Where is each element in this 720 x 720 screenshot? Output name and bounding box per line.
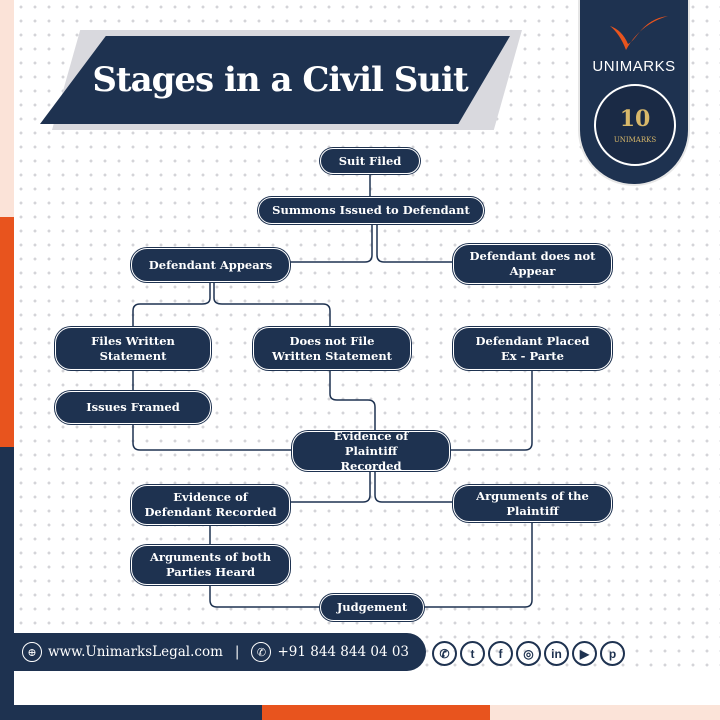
connector <box>376 224 453 263</box>
bottom-strip-orange <box>262 705 490 720</box>
badge-text: UNIMARKS <box>613 136 657 144</box>
connector <box>132 282 211 327</box>
connector <box>213 282 331 327</box>
node-arguments-both: Arguments of both Parties Heard <box>131 545 290 585</box>
connector <box>290 471 371 503</box>
connector <box>424 522 533 608</box>
linkedin-icon[interactable]: in <box>544 641 569 666</box>
facebook-icon[interactable]: f <box>488 641 513 666</box>
check-bird-icon <box>610 16 668 50</box>
node-files-written-statement: Files Written Statement <box>55 327 211 370</box>
logo-brand: UNIMARKS <box>592 58 676 75</box>
node-evidence-plaintiff: Evidence of Plaintiff Recorded <box>292 429 450 473</box>
node-arguments-plaintiff: Arguments of the Plaintiff <box>453 485 612 522</box>
connector <box>290 224 373 263</box>
badge-number: 10 <box>619 106 651 132</box>
node-summons: Summons Issued to Defendant <box>258 197 484 224</box>
connector <box>209 585 320 608</box>
unimarks-logo: UNIMARKS 10 UNIMARKS <box>578 0 690 186</box>
phone-number[interactable]: +91 844 844 04 03 <box>277 644 410 660</box>
bottom-strip-peach <box>490 705 720 720</box>
social-icons: ✆ t f ◎ in ▶ p <box>432 641 625 666</box>
whatsapp-icon[interactable]: ✆ <box>432 641 457 666</box>
connector <box>132 424 292 451</box>
title-banner: Stages in a Civil Suit <box>40 36 510 124</box>
connector <box>329 370 376 431</box>
instagram-icon[interactable]: ◎ <box>516 641 541 666</box>
node-ex-parte: Defendant Placed Ex - Parte <box>453 327 612 370</box>
node-does-not-file: Does not File Written Statement <box>253 327 411 370</box>
separator: | <box>234 644 240 660</box>
connector <box>450 370 533 451</box>
page-title: Stages in a Civil Suit <box>92 60 468 100</box>
website-link[interactable]: www.UnimarksLegal.com <box>48 644 223 660</box>
phone-icon: ✆ <box>251 642 272 662</box>
globe-icon: ⊕ <box>22 642 42 662</box>
node-defendant-not-appear: Defendant does not Appear <box>453 244 612 284</box>
left-strip-orange <box>0 217 14 447</box>
pinterest-icon[interactable]: p <box>600 641 625 666</box>
node-suit-filed: Suit Filed <box>320 148 420 174</box>
connector <box>374 471 453 503</box>
node-judgement: Judgement <box>320 594 424 621</box>
contact-bar: ⊕ www.UnimarksLegal.com | ✆ +91 844 844 … <box>14 633 426 671</box>
node-evidence-defendant: Evidence of Defendant Recorded <box>131 485 290 525</box>
anniversary-badge: 10 UNIMARKS <box>594 84 676 166</box>
twitter-icon[interactable]: t <box>460 641 485 666</box>
left-strip-navy <box>0 447 14 720</box>
left-strip-peach <box>0 0 14 217</box>
node-issues-framed: Issues Framed <box>55 391 211 424</box>
node-defendant-appears: Defendant Appears <box>131 248 290 282</box>
footer-white <box>14 671 720 705</box>
youtube-icon[interactable]: ▶ <box>572 641 597 666</box>
bottom-strip-navy <box>0 705 262 720</box>
